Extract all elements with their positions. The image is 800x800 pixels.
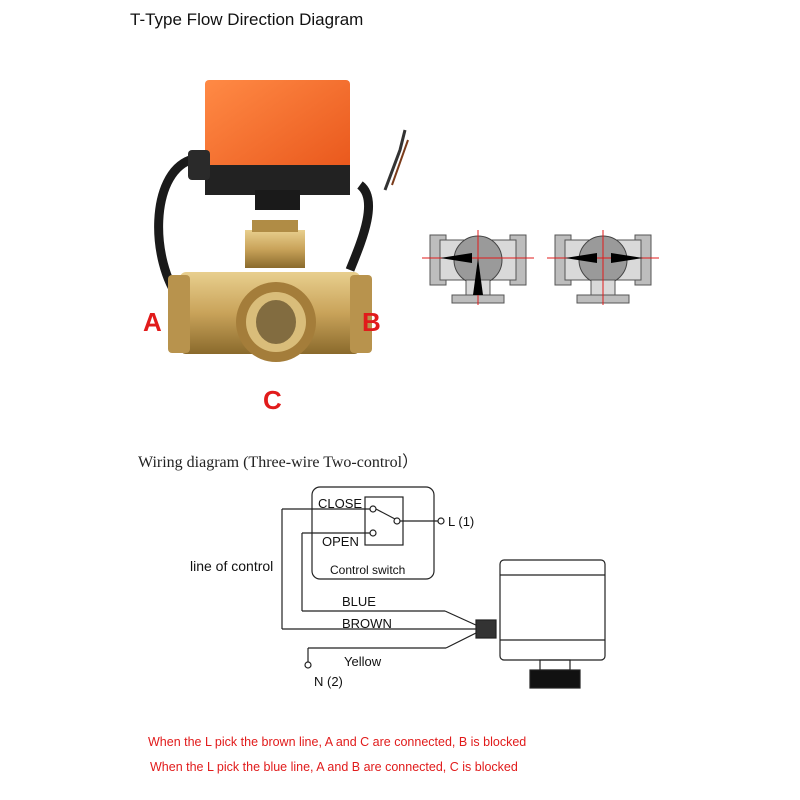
port-label-a: A [143,307,162,337]
wiring-diagram [281,486,606,689]
note-blue: When the L pick the blue line, A and B a… [150,760,518,774]
wire-connector [475,619,497,639]
power-cable-out [345,181,373,272]
open-label: OPEN [322,534,359,549]
note-brown: When the L pick the brown line, A and C … [148,735,527,749]
close-label: CLOSE [318,496,363,511]
control-switch-label: Control switch [330,563,406,577]
wiring-title: Wiring diagram (Three-wire Two-control） [138,454,419,471]
yellow-wire-label: Yellow [344,654,382,669]
n-terminal-label: N (2) [314,674,343,689]
flow-diagram-a-b [547,230,659,305]
page-title: T-Type Flow Direction Diagram [130,10,364,29]
l-terminal-label: L (1) [448,514,475,529]
blue-wire-label: BLUE [342,594,376,609]
port-label-b: B [362,307,381,337]
valve-stem [245,230,305,268]
port-label-c: C [263,385,282,415]
brass-valve-body [168,272,372,362]
line-of-control-label: line of control [190,558,274,574]
brown-wire-label: BROWN [342,616,392,631]
actuator [188,80,350,210]
flow-diagram-a-c [422,230,534,305]
